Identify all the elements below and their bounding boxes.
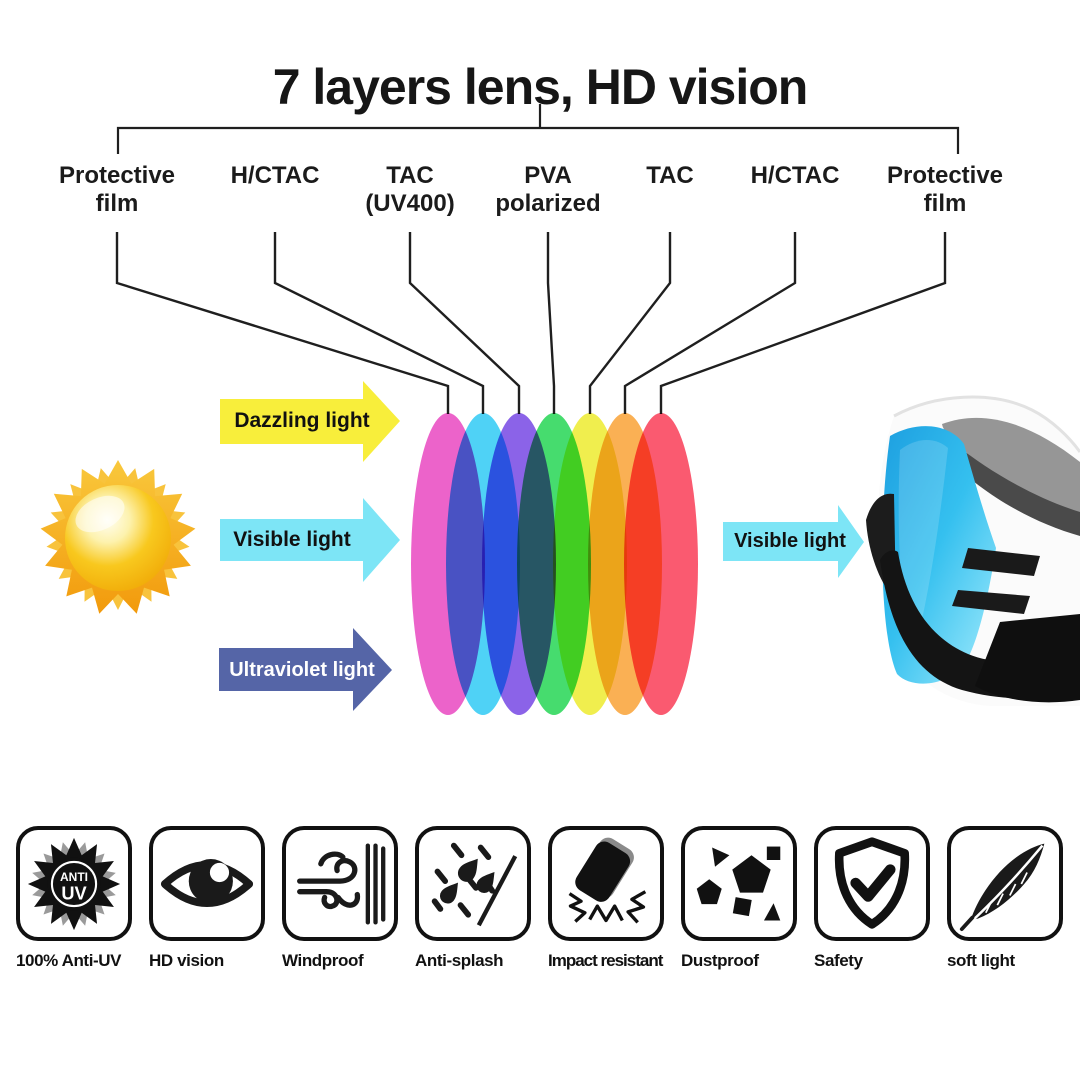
- layer-connector-line: [115, 232, 450, 414]
- feature-safety: Safety: [814, 826, 947, 971]
- feature-impact-resistant: Impact resistant: [548, 826, 681, 971]
- layer-connector-line: [659, 232, 947, 414]
- feature-soft-light: soft light: [947, 826, 1080, 971]
- layer-connector-line: [273, 232, 485, 414]
- layer-label-5: TAC: [646, 162, 694, 189]
- ultraviolet-light-arrow: [219, 628, 392, 711]
- layer-bracket: [116, 104, 960, 154]
- shield-check-icon: [834, 836, 910, 929]
- visible-light-label-right: Visible light: [734, 530, 846, 552]
- dust-particles-icon: [696, 846, 781, 920]
- sun-icon: [40, 460, 196, 614]
- wind-icon: [297, 842, 386, 925]
- layer-label-1: Protective film: [58, 162, 176, 218]
- goggles-inner-opening: [942, 417, 1080, 518]
- layer-connector-line: [588, 232, 672, 414]
- layer-label-3: TAC (UV400): [365, 162, 455, 218]
- feature-label: HD vision: [149, 951, 224, 970]
- feature-windproof: Windproof: [282, 826, 415, 971]
- lens-stack: [411, 413, 698, 715]
- lens-layer-7: [624, 413, 698, 715]
- svg-text:UV: UV: [61, 882, 87, 903]
- layer-connector-line: [546, 232, 556, 414]
- feature-label: 100% Anti-UV: [16, 951, 122, 970]
- svg-text:ANTI: ANTI: [60, 870, 88, 884]
- dazzling-light-label: Dazzling light: [234, 409, 370, 432]
- visible-light-label-left: Visible light: [233, 528, 351, 551]
- anti-uv-badge-icon: ANTI UV: [27, 837, 121, 930]
- rain-splash-icon: [431, 842, 518, 926]
- feature-label: Dustproof: [681, 951, 759, 970]
- feature-strip: ANTI UV 100% Anti-UV HD vision: [16, 826, 1080, 971]
- layer-label-7: Protective film: [886, 162, 1004, 218]
- feature-label: soft light: [947, 951, 1015, 970]
- layer-connector-line: [408, 232, 521, 414]
- eye-icon: [160, 858, 254, 907]
- feature-anti-splash: Anti-splash: [415, 826, 548, 971]
- feature-label: Safety: [814, 951, 863, 970]
- goggles-image: [866, 395, 1080, 706]
- visible-light-arrow-left: [220, 498, 400, 582]
- layer-connector-lines: [115, 232, 947, 414]
- lens-diagram: [40, 104, 1080, 715]
- feature-label: Impact resistant: [548, 951, 663, 970]
- dazzling-light-arrow: [220, 381, 400, 462]
- visible-light-arrow-right: [723, 505, 864, 578]
- layer-label-4: PVA polarized: [495, 162, 601, 218]
- layer-connector-line: [623, 232, 797, 414]
- ultraviolet-light-label: Ultraviolet light: [229, 659, 375, 681]
- feature-hd-vision: HD vision: [149, 826, 282, 971]
- feature-label: Anti-splash: [415, 951, 504, 970]
- feature-dustproof: Dustproof: [681, 826, 814, 971]
- feather-icon: [959, 843, 1045, 931]
- impact-icon: [568, 837, 647, 924]
- layer-label-2: H/CTAC: [230, 162, 320, 189]
- feature-label: Windproof: [282, 951, 364, 970]
- layer-label-6: H/CTAC: [750, 162, 840, 189]
- page-title: 7 layers lens, HD vision: [272, 59, 809, 115]
- feature-anti-uv: ANTI UV 100% Anti-UV: [16, 826, 149, 971]
